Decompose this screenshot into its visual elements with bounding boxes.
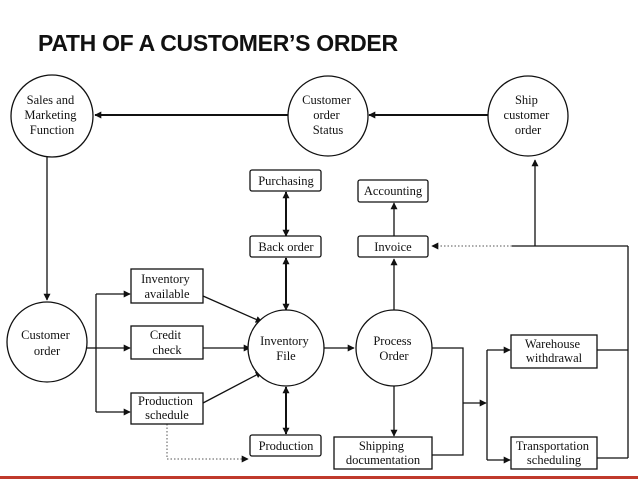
label-inventory-file: Inventory File: [260, 334, 312, 363]
node-accounting: [357, 179, 429, 203]
node-transportation-scheduling: [510, 436, 598, 470]
label-process-order: Process Order: [373, 334, 414, 363]
node-credit-check: [130, 325, 204, 360]
node-back-order: [249, 235, 322, 258]
label-invoice: Invoice: [374, 240, 412, 254]
node-inventory-available: [130, 268, 204, 304]
label-customer-order-status: Customer order Status: [302, 93, 354, 137]
label-transportation-scheduling: Transportation scheduling: [516, 439, 592, 467]
label-accounting: Accounting: [364, 184, 423, 198]
label-sales-marketing: Sales and Marketing Function: [24, 93, 79, 137]
label-purchasing: Purchasing: [258, 174, 314, 188]
label-warehouse-withdrawal: Warehouse withdrawal: [525, 337, 583, 365]
label-customer-order: Customer order: [21, 328, 73, 358]
node-production-schedule: [130, 392, 204, 425]
label-production-schedule: Production schedule: [138, 394, 196, 422]
node-process-order: [355, 309, 433, 387]
node-purchasing: [249, 169, 322, 192]
node-ship-customer-order: [487, 75, 569, 157]
bottom-accent-bar: [0, 476, 638, 479]
edge-inv-available-to-file: [202, 295, 263, 323]
node-warehouse-withdrawal: [510, 334, 598, 369]
label-production: Production: [259, 439, 315, 453]
node-sales-marketing: [10, 74, 94, 158]
node-production: [249, 434, 322, 457]
edge-prod-schedule-to-file: [202, 371, 263, 404]
label-inventory-available: Inventory available: [141, 272, 193, 301]
node-customer-order: [6, 301, 88, 383]
edge-dotted-schedule-production: [166, 424, 249, 463]
label-credit-check: Credit check: [150, 328, 184, 357]
label-ship-customer-order: Ship customer order: [504, 93, 553, 137]
node-shipping-documentation: [333, 436, 433, 470]
node-customer-order-status: [287, 75, 369, 157]
page-title: PATH OF A CUSTOMER’S ORDER: [38, 30, 398, 56]
node-invoice: [357, 235, 429, 258]
edge-process-right: [432, 347, 464, 456]
node-inventory-file: [247, 309, 325, 387]
label-shipping-documentation: Shipping documentation: [346, 439, 421, 467]
label-back-order: Back order: [258, 240, 314, 254]
